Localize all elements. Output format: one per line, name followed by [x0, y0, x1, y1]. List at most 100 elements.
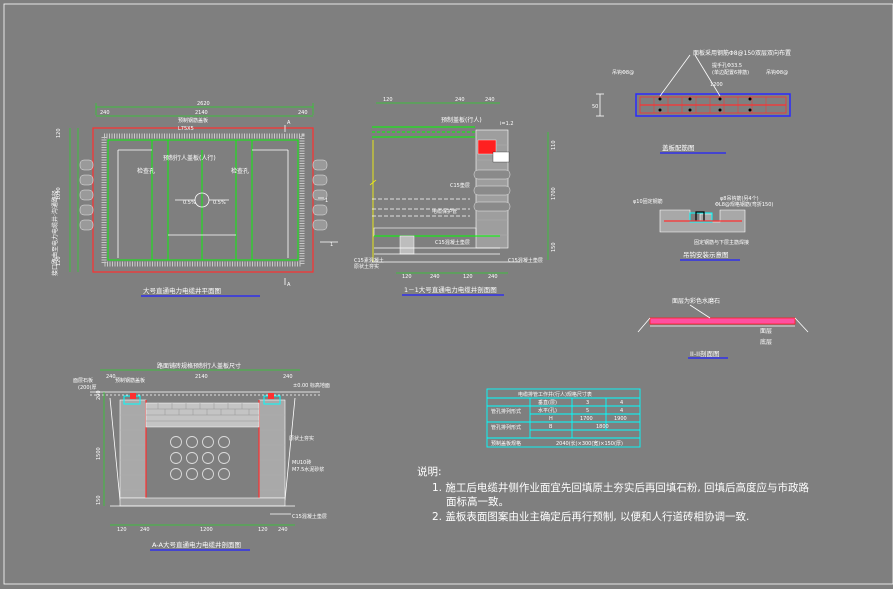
table-r3-c1: B: [549, 424, 553, 430]
plan-mark-1b: 1: [330, 242, 333, 248]
drawing-frame: [3, 3, 893, 585]
table-r0-c2: 3: [586, 400, 589, 406]
s11-dim-right-1: 110: [551, 140, 557, 150]
cover-title: 盖板配筋图: [662, 143, 695, 152]
s11-label-c15: C15垫层: [450, 182, 470, 189]
plan-slope-right: 0.5%: [213, 200, 226, 206]
plan-dim-top-total: 2620: [197, 101, 210, 107]
hook-label-bottom: 固定钢筋与下层主筋焊接: [694, 239, 749, 246]
aa-dim-top-3: 240: [283, 374, 293, 380]
table-r0-c1: 垂直(层): [538, 399, 557, 406]
cover-dim-left: 50: [592, 104, 598, 110]
plan-mark-1: 1: [325, 198, 328, 204]
cover-label-bar-left: 吊钩Φ8@: [612, 69, 634, 76]
aa-label-left2: (200)厚: [78, 385, 96, 391]
s11-dim-top-3: 240: [485, 97, 495, 103]
cover-label-mid: 1200: [710, 82, 723, 88]
aa-dim-bottom-5: 240: [278, 527, 288, 533]
s11-dim-top-1: 120: [383, 97, 393, 103]
aa-dim-top-1: 240: [106, 374, 116, 380]
ii-label-right1: 面层: [760, 328, 772, 335]
ii-label-right2: 底层: [760, 338, 772, 346]
ii-title: II-II剖面图: [690, 349, 720, 358]
table-r3-c2: 1800: [596, 424, 609, 430]
notes-item2: 2. 盖板表面图案由业主确定后再行预制, 以便和人行道砖相协调一致.: [432, 510, 749, 523]
aa-label-top: 路面铺砖规格预制行人盖板尺寸: [157, 362, 241, 370]
hook-label-right: φ8吊钩筋(另4个): [720, 195, 759, 202]
cover-label-top: 面板采用钢筋Φ8@150双层双向布置: [693, 49, 791, 57]
s11-label-cover: 预制盖板(行人): [441, 116, 482, 124]
aa-dim-bottom-3: 1200: [200, 527, 213, 533]
table-r2-c3: 1900: [614, 416, 627, 422]
aa-dim-left-3: 150: [96, 495, 102, 505]
s11-label-slope: i=1.2: [500, 121, 514, 127]
aa-dim-left-2: 1500: [96, 447, 102, 460]
s11-label-pipe: 电缆保护管: [432, 208, 457, 215]
s11-label-c15b: C15混凝土垫层: [435, 239, 470, 246]
plan-pipes: [79, 159, 328, 231]
s11-label-fill: 原状土夯实: [354, 263, 379, 270]
cover-label-hole: 提手孔Φ33.5: [712, 62, 742, 69]
plan-title: 大号直通电力电缆井平面图: [143, 286, 221, 295]
table-r4-c1: 2040(长)×300(宽)×150(厚): [556, 440, 623, 447]
notes-heading: 说明:: [417, 465, 442, 478]
plan-side-label: 接口路由至电力电缆井·沟通路径: [51, 190, 59, 276]
s11-title: 1－1大号直通电力电缆井剖面图: [404, 285, 497, 294]
aa-label-fill: 原状土夯实: [289, 435, 314, 442]
section-11: 120 240 240 110 1700 150: [354, 97, 557, 296]
s11-dim-bottom-1: 120: [402, 274, 412, 280]
hook-label-left: φ10固定钢筋: [633, 198, 663, 205]
hook-title: 吊钩安装示意图: [683, 250, 729, 259]
plan-label-drain2: 检查孔: [231, 167, 249, 175]
plan-slope-left: 0.5%: [183, 200, 196, 206]
plan-dim-top-2: 2140: [195, 110, 208, 116]
s11-dim-bottom-4: 240: [488, 274, 498, 280]
notes-item1-b: 面标高一致。: [446, 495, 509, 508]
table-r2-c1: H: [549, 416, 553, 422]
section-aa: 路面铺砖规格预制行人盖板尺寸 240 2140 240: [73, 362, 330, 551]
s11-dim-top-2: 240: [455, 97, 465, 103]
s11-dim-right-2: 1700: [551, 187, 557, 200]
table-r0-c3: 4: [620, 400, 623, 406]
notes: 说明: 1. 施工后电缆井侧作业面宜先回填原土夯实后再回填石粉, 回填后高度应与…: [417, 465, 810, 523]
aa-label-steel: 预制钢筋盖板: [115, 377, 145, 384]
plan-label-cover-tl2: L75X5: [178, 126, 194, 132]
plan-wall: [101, 133, 305, 267]
cover-label-bar-right: 吊钩Φ8@: [766, 69, 788, 76]
spec-table: 电缆排管工作井(行人)规格尺寸表 管孔排列形式 垂直(层) 3 4 水平(孔) …: [486, 388, 641, 448]
notes-item1-a: 1. 施工后电缆井侧作业面宜先回填原土夯实后再回填石粉, 回填后高度应与市政路: [432, 481, 810, 494]
plan-dim-left-1: 120: [56, 128, 62, 138]
s11-dim-bottom-2: 240: [430, 274, 440, 280]
plan-dim-top-3: 240: [298, 110, 308, 116]
aa-pipe-holes: [170, 436, 230, 480]
section-ii: 面层为彩色水磨石 面层 底层 II-II剖面图: [637, 297, 809, 359]
hook-detail: φ10固定钢筋 φ8吊钩筋(另4个) ΦL8@规格钢筋(弯折150) 固定钢筋与…: [633, 195, 773, 261]
hook-label-right2: ΦL8@规格钢筋(弯折150): [715, 201, 773, 208]
plan-label-steel: 预制钢筋盖板: [178, 117, 208, 124]
s11-dim-right-3: 150: [551, 242, 557, 252]
plan-outer-boundary: [92, 127, 314, 273]
ii-label-top: 面层为彩色水磨石: [672, 297, 720, 305]
cover-detail: 50 面板采用钢筋Φ8@150双层双向布置 提手孔Φ33.5 (单边配置6排筋)…: [592, 49, 791, 154]
s11-dim-bottom-3: 120: [463, 274, 473, 280]
plan-label-drain: 检查孔: [137, 167, 155, 175]
table-title: 电缆排管工作井(行人)规格尺寸表: [518, 391, 592, 398]
aa-dim-top-2: 2140: [195, 374, 208, 380]
aa-title: A-A大号直通电力电缆井剖面图: [152, 540, 241, 549]
plan-inner-wall: [107, 139, 299, 261]
table-r1-c2: 5: [586, 408, 589, 414]
table-r4-c0: 预制盖板规格: [491, 440, 521, 447]
plan-dim-top-1: 240: [100, 110, 110, 116]
aa-dim-bottom-4: 120: [258, 527, 268, 533]
aa-label-level: ±0.00 标高地面: [293, 382, 330, 389]
plan-view: 2620 240 2140 240 120 1090 120 接口路由至电力电缆…: [51, 101, 338, 297]
plan-label-cover-center: 预制行人盖板(人行): [163, 154, 216, 162]
table-r1-c3: 4: [620, 408, 623, 414]
aa-dim-bottom-2: 240: [140, 527, 150, 533]
table-r2-c2: 1700: [580, 416, 593, 422]
plan-dim-left-3: 120: [56, 256, 62, 266]
aa-label-wall2: M7.5水泥砂浆: [292, 466, 324, 473]
plan-dim-left-2: 1090: [56, 187, 62, 200]
plan-mark-a2: A: [287, 282, 291, 288]
